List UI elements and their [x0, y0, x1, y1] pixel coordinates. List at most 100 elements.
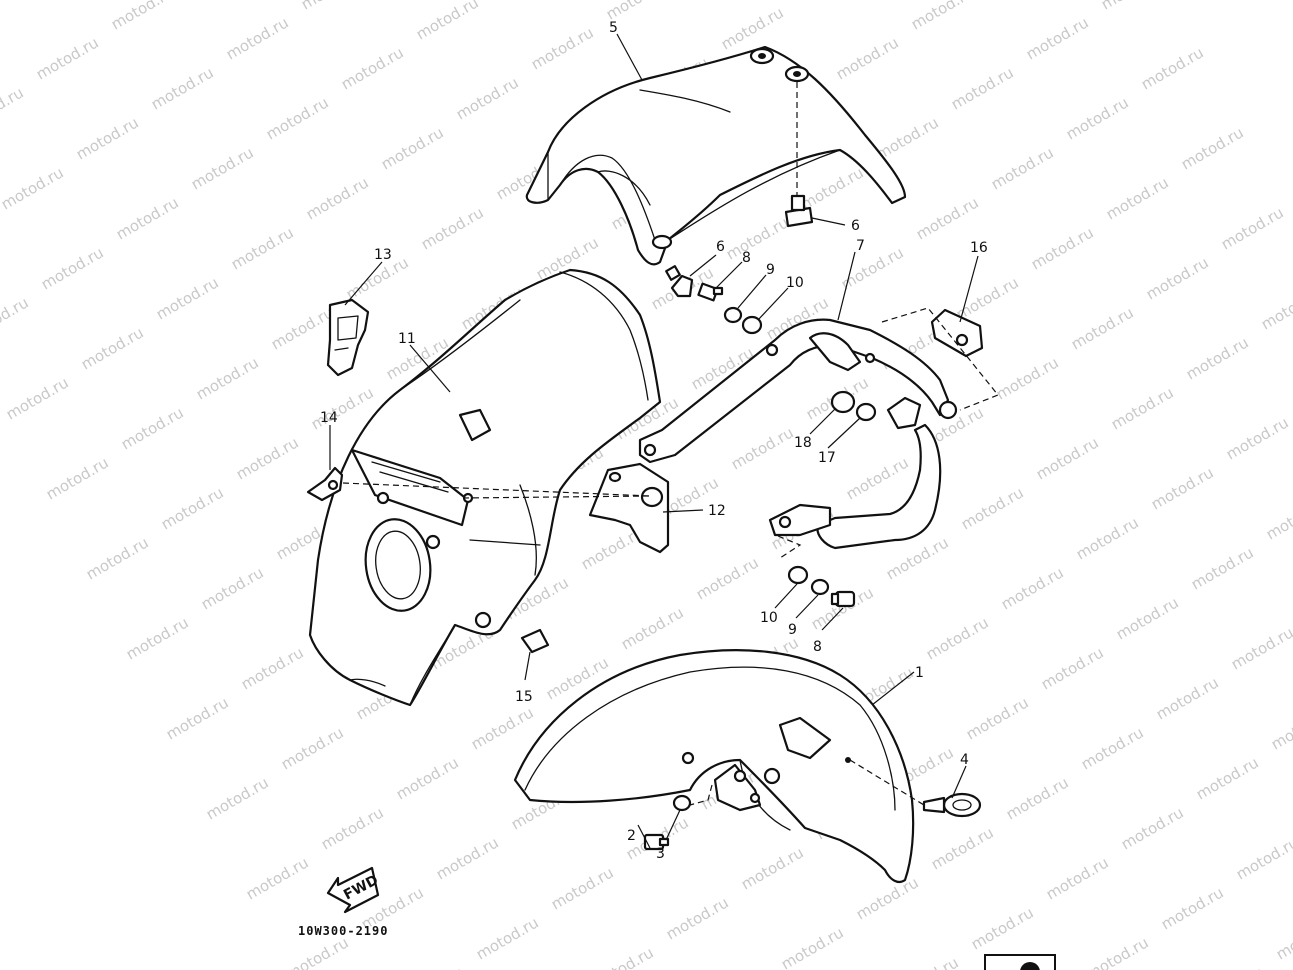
nut-front — [672, 794, 692, 812]
watermark-text: motod.ru — [153, 273, 222, 323]
watermark-text: motod.ru — [468, 703, 537, 753]
watermark-text: motod.ru — [198, 563, 267, 613]
watermark-text: motod.ru — [853, 873, 922, 923]
watermark-text: motod.ru — [263, 93, 332, 143]
bolt-top — [784, 194, 814, 228]
washer-flat-low — [787, 565, 809, 585]
callout-connector: 16 — [970, 240, 988, 256]
watermark-text: motod.ru — [1098, 0, 1167, 13]
watermark-text: motod.ru — [238, 643, 307, 693]
watermark-text: motod.ru — [83, 533, 152, 583]
watermark-text: motod.ru — [453, 73, 522, 123]
watermark-text: motod.ru — [418, 203, 487, 253]
callout-bolt-side: 8 — [742, 250, 751, 266]
connector — [930, 308, 984, 358]
watermark-text: motod.ru — [1143, 253, 1212, 303]
callout-nut-front: 3 — [656, 846, 665, 862]
part-front-fender — [513, 649, 915, 884]
watermark-text: motod.ru — [988, 143, 1057, 193]
watermark-text: motod.ru — [1023, 13, 1092, 63]
watermark-text: motod.ru — [338, 43, 407, 93]
watermark-text: motod.ru — [1228, 623, 1293, 673]
watermark-text: motod.ru — [1263, 493, 1293, 543]
watermark-text: motod.ru — [1198, 963, 1267, 970]
watermark-text: motod.ru — [728, 423, 797, 473]
watermark-text: motod.ru — [1103, 173, 1172, 223]
watermark-text: motod.ru — [413, 0, 482, 43]
watermark-text: motod.ru — [393, 753, 462, 803]
assembly-lines — [342, 82, 999, 806]
callout-bolt-top: 6 — [851, 218, 860, 234]
watermark-text: motod.ru — [73, 113, 142, 163]
drawing-code: 10W300-2190 — [298, 924, 388, 938]
watermark-text: motod.ru — [38, 243, 107, 293]
damper — [855, 402, 877, 422]
watermark-text: motod.ru — [913, 193, 982, 243]
watermark-text: motod.ru — [948, 63, 1017, 113]
watermark-text: motod.ru — [1003, 773, 1072, 823]
watermark-text: motod.ru — [998, 563, 1067, 613]
callout-washer-low: 9 — [788, 622, 797, 638]
watermark-text: motod.ru — [1068, 303, 1137, 353]
watermark-text: motod.ru — [268, 303, 337, 353]
watermark-text: motod.ru — [833, 33, 902, 83]
watermark-text: motod.ru — [118, 403, 187, 453]
watermark-text: motod.ru — [1113, 593, 1182, 643]
watermark-text: motod.ru — [1118, 803, 1187, 853]
watermark-text: motod.ru — [78, 323, 147, 373]
part-small-bracket — [306, 466, 344, 502]
callout-reflector-bolt: 4 — [960, 752, 969, 768]
part-rear-fender-top — [525, 45, 907, 266]
washer-low — [810, 578, 830, 596]
watermark-text: motod.ru — [778, 923, 847, 970]
watermark-text: motod.ru — [723, 213, 792, 263]
callout-washer-flat: 10 — [786, 275, 804, 291]
watermark-text: motod.ru — [3, 373, 72, 423]
callout-cover-plate: 12 — [708, 503, 726, 519]
watermark-text: motod.ru — [243, 853, 312, 903]
watermark-text: motod.ru — [928, 823, 997, 873]
watermark-text: motod.ru — [223, 13, 292, 63]
watermark-text: motod.ru — [1073, 513, 1142, 563]
watermark-text: motod.ru — [398, 963, 467, 970]
washer-flat — [741, 315, 763, 335]
watermark-text: motod.ru — [1218, 203, 1287, 253]
watermark-text: motod.ru — [0, 163, 67, 213]
washer-side — [723, 306, 743, 324]
callout-bolt-front: 2 — [627, 828, 636, 844]
watermark-text: motod.ru — [318, 803, 387, 853]
watermark-text: motod.ru — [473, 913, 542, 963]
callout-front-fender: 1 — [915, 665, 924, 681]
watermark-text: motod.ru — [193, 353, 262, 403]
watermark-text: motod.ru — [0, 293, 32, 343]
watermark-text: motod.ru — [278, 723, 347, 773]
watermark-text: motod.ru — [1183, 333, 1252, 383]
callout-bolt-low: 8 — [813, 639, 822, 655]
callout-small-bracket: 14 — [320, 410, 338, 426]
reflector-bolt — [922, 792, 982, 818]
part-cover-plate — [588, 462, 670, 554]
watermark-text: motod.ru — [588, 943, 657, 970]
watermark-text: motod.ru — [893, 953, 962, 970]
corner-logo-fragment — [984, 954, 1056, 970]
watermark-text: motod.ru — [0, 0, 62, 3]
watermark-text: motod.ru — [718, 3, 787, 53]
watermark-text: motod.ru — [433, 833, 502, 883]
watermark-text: motod.ru — [1153, 673, 1222, 723]
watermark-text: motod.ru — [233, 433, 302, 483]
part-grab-bar-frame — [638, 318, 958, 550]
watermark-text: motod.ru — [1033, 433, 1102, 483]
part-rear-fender-inner — [308, 268, 662, 707]
watermark-text: motod.ru — [528, 23, 597, 73]
watermark-text: motod.ru — [203, 773, 272, 823]
watermark-text: motod.ru — [378, 123, 447, 173]
watermark-text: motod.ru — [303, 173, 372, 223]
watermark-text: motod.ru — [283, 933, 352, 970]
watermark-text: motod.ru — [663, 893, 732, 943]
watermark-text: motod.ru — [1063, 93, 1132, 143]
watermark-text: motod.ru — [158, 483, 227, 533]
callout-rear-fender-top: 5 — [609, 20, 618, 36]
callout-collar: 18 — [794, 435, 812, 451]
callout-labels: 1 2 3 4 5 6 6 8 9 10 7 16 13 11 14 18 17… — [320, 20, 988, 862]
